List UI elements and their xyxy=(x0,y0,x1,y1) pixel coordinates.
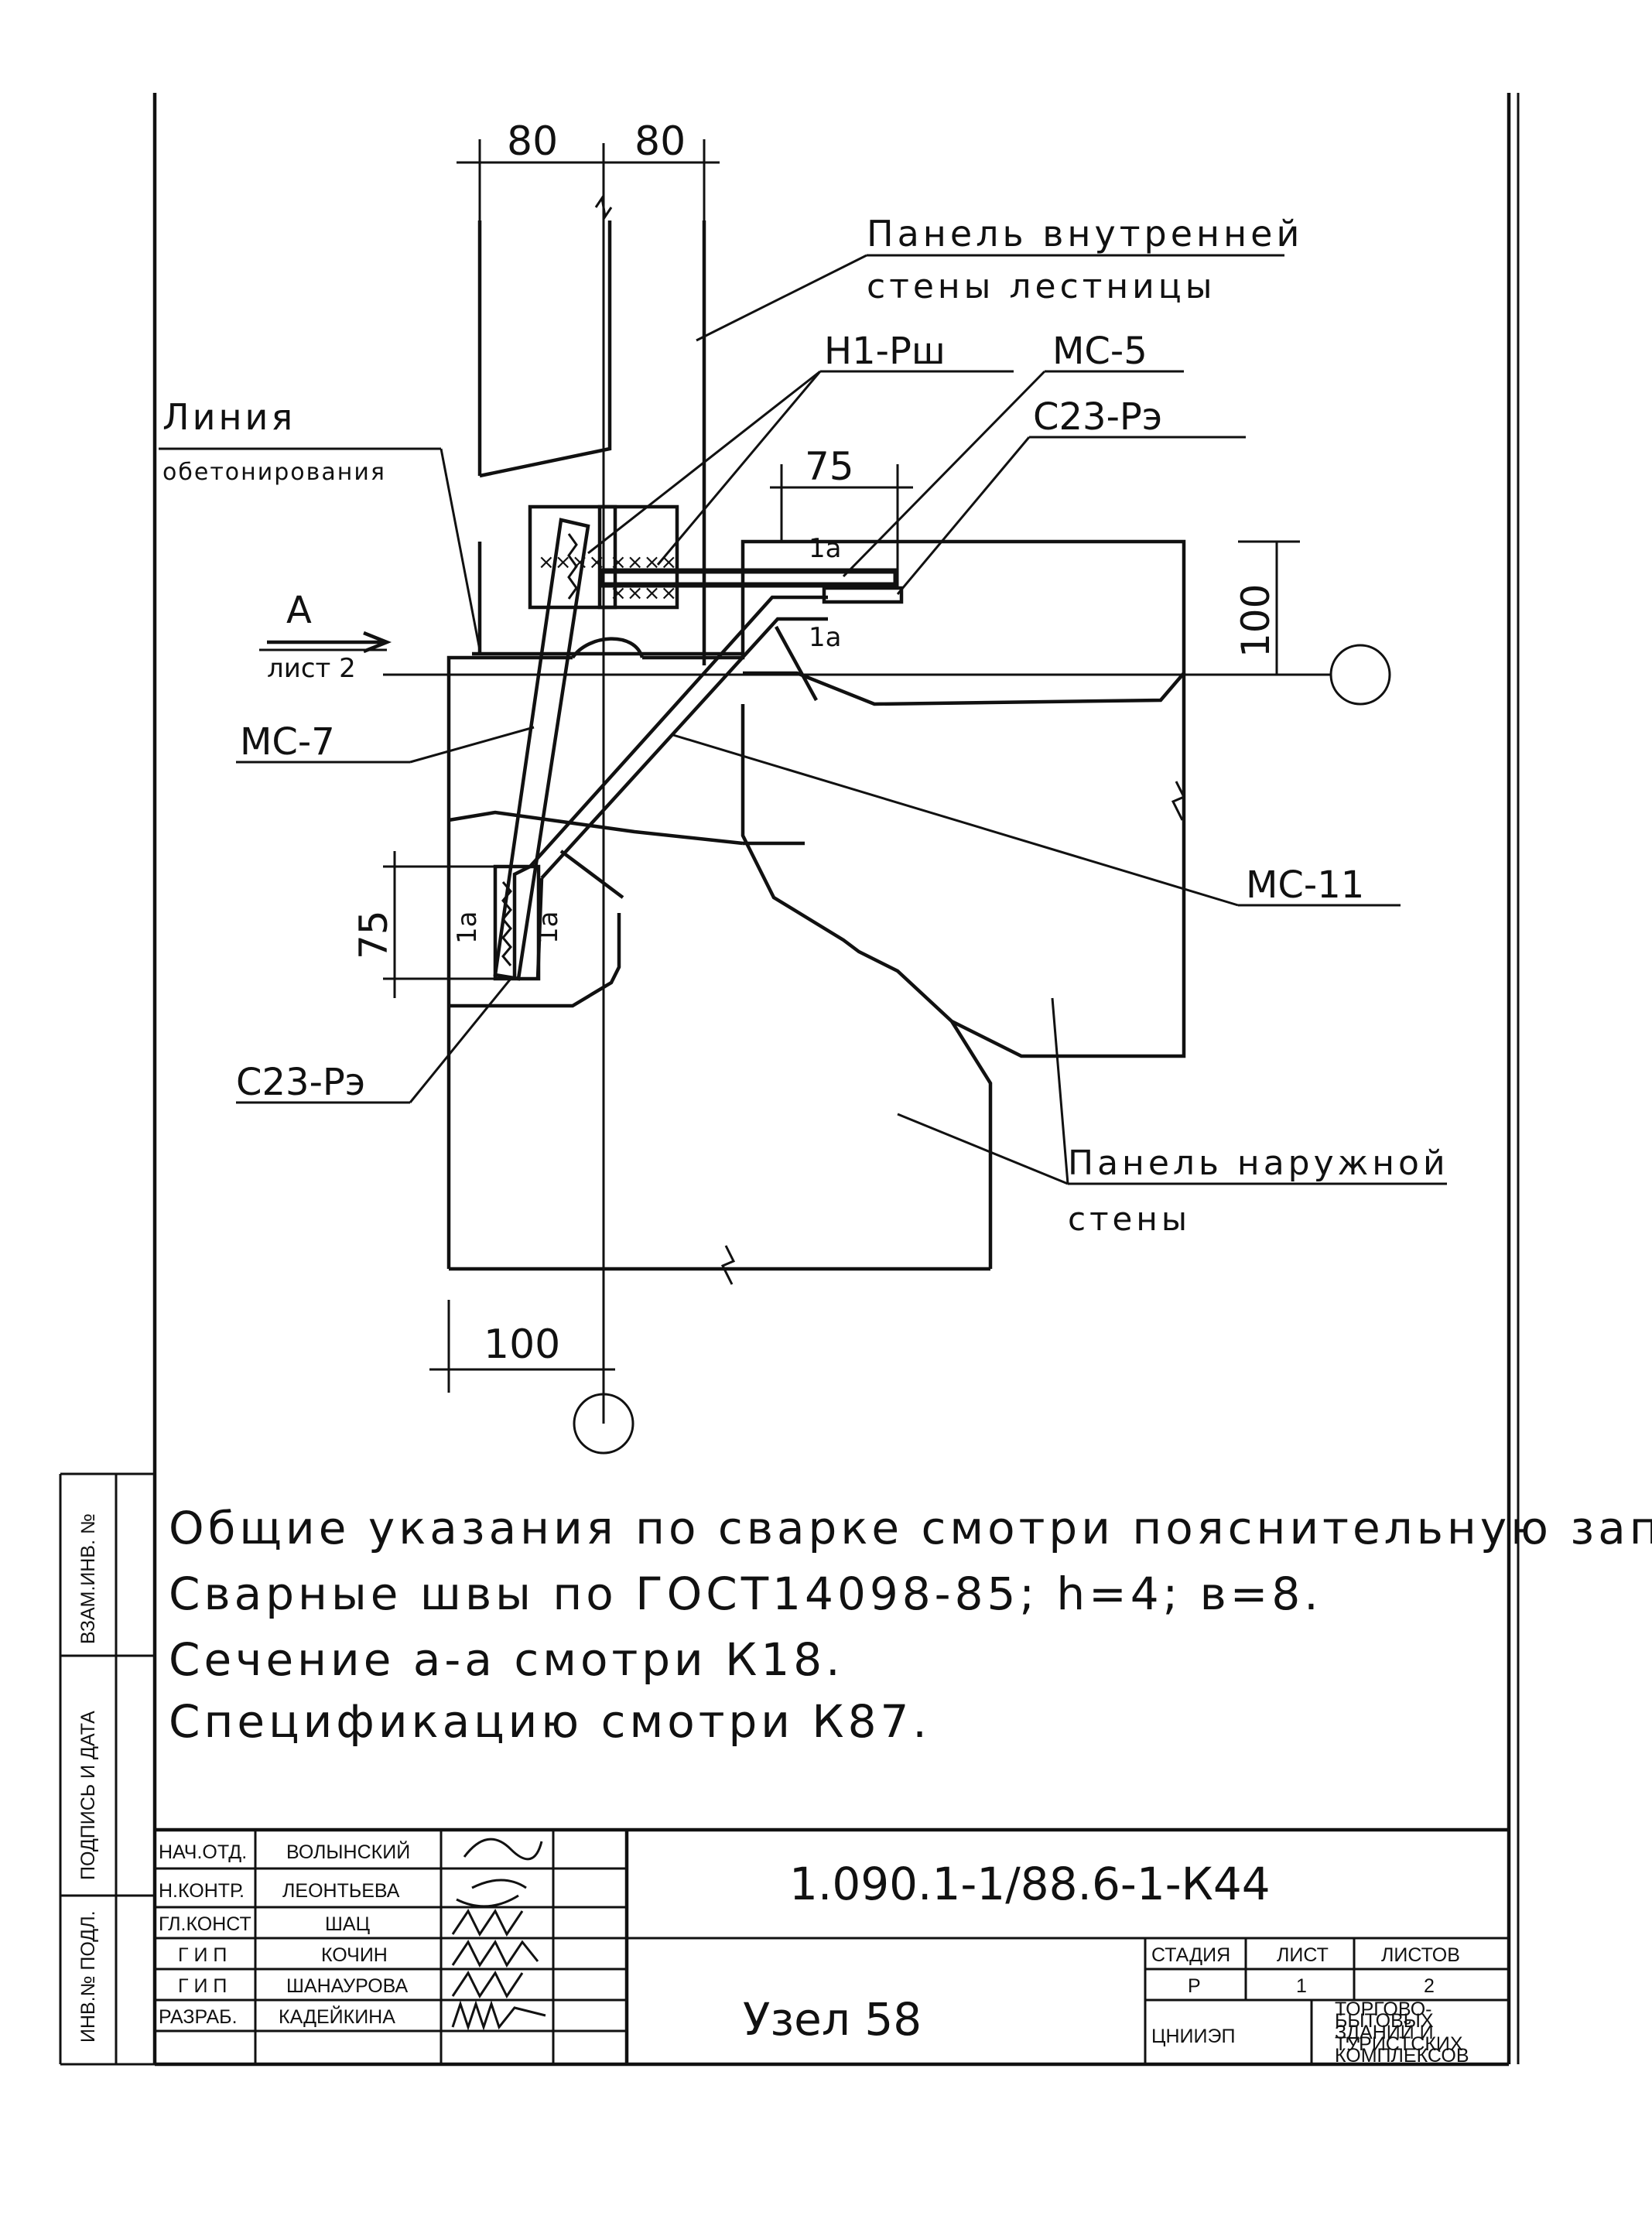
node-drawing: ×××× ×××× ×××× xyxy=(159,118,1449,1455)
note-1: Общие указания по сварке смотри поясните… xyxy=(169,1502,1652,1554)
org-desc-3: ЗДАНИЙ И xyxy=(1335,2020,1434,2043)
role-6: РАЗРАБ. xyxy=(159,2006,238,2028)
label-c23-bottom: С23-Рэ xyxy=(236,1061,365,1104)
sheets-header: ЛИСТОВ xyxy=(1381,1944,1460,1966)
plate-c23-bottom xyxy=(493,864,541,981)
dim-80-right: 80 xyxy=(634,118,686,165)
label-line-1: Линия xyxy=(162,396,296,438)
sheet-title: Узел 58 xyxy=(743,1993,922,2046)
embed-plate-right xyxy=(597,504,679,610)
side-replace-inv: ВЗАМ.ИНВ. № xyxy=(77,1513,99,1644)
leader-lines xyxy=(159,254,1447,1185)
org-desc-5: КОМПЛЕКСОВ xyxy=(1335,2045,1469,2067)
bar-mc11-a xyxy=(528,595,828,868)
dim-100-right: 100 xyxy=(1233,584,1278,658)
role-3: ГЛ.КОНСТ xyxy=(159,1913,251,1935)
label-panel-outer-2: стены xyxy=(1068,1200,1191,1238)
outer-wall-panel xyxy=(446,539,1186,1285)
general-notes: Общие указания по сварке смотри поясните… xyxy=(169,1502,1652,1748)
side-sign-date: ПОДПИСЬ И ДАТА xyxy=(77,1711,99,1880)
role-5: Г И П xyxy=(178,1975,227,1997)
stage-value: Р xyxy=(1188,1975,1201,1997)
note-2: Сварные швы по ГОСТ14098-85; h=4; в=8. xyxy=(169,1568,1322,1620)
name-1: ВОЛЫНСКИЙ xyxy=(286,1840,410,1863)
label-view-a: А xyxy=(286,589,312,632)
side-inv-orig: ИНВ.№ ПОДЛ. xyxy=(77,1910,99,2043)
sheet-value: 1 xyxy=(1296,1975,1307,1997)
org-name: ЦНИИЭП xyxy=(1151,2026,1235,2047)
label-section-a1: 1а xyxy=(809,533,841,564)
view-arrow xyxy=(267,631,392,654)
label-line-2: обетонирования xyxy=(162,459,386,486)
svg-text:××××: ×××× xyxy=(538,551,605,574)
label-section-a2: 1а xyxy=(809,622,841,653)
dim-75-mid: 75 xyxy=(805,444,854,489)
sheet-header: ЛИСТ xyxy=(1277,1944,1329,1966)
org-desc-1: ТОРГОВО- xyxy=(1335,1998,1431,2020)
axis-marker-bottom xyxy=(573,1393,634,1455)
signatures xyxy=(451,1838,546,2031)
label-h1-rsh: Н1-Рш xyxy=(824,330,946,373)
label-mc7: МС-7 xyxy=(240,720,335,764)
axis-marker-right xyxy=(1329,644,1391,706)
label-mc5: МС-5 xyxy=(1052,330,1148,373)
name-5: ШАНАУРОВА xyxy=(286,1975,409,1997)
name-2: ЛЕОНТЬЕВА xyxy=(282,1880,400,1902)
org-desc-2: БЫТОВЫХ xyxy=(1335,2010,1434,2032)
note-3: Сечение а-а смотри К18. xyxy=(169,1633,844,1686)
plate-c23-top xyxy=(822,586,904,604)
label-panel-inner-1: Панель внутренней xyxy=(867,213,1303,255)
dim-80-left: 80 xyxy=(507,118,558,165)
doc-code: 1.090.1-1/88.6-1-К44 xyxy=(789,1858,1271,1910)
label-panel-inner-2: стены лестницы xyxy=(867,267,1216,306)
title-block: 1.090.1-1/88.6-1-К44 Узел 58 НАЧ.ОТД. Н.… xyxy=(155,1827,1509,2067)
label-panel-outer-1: Панель наружной xyxy=(1068,1144,1449,1183)
role-2: Н.КОНТР. xyxy=(159,1880,245,1902)
dim-75-left: 75 xyxy=(351,910,396,959)
inner-wall-panel xyxy=(477,195,706,665)
label-mc11: МС-11 xyxy=(1246,863,1364,907)
label-sheet-2: лист 2 xyxy=(267,653,356,684)
label-c23-top: С23-Рэ xyxy=(1033,395,1162,439)
org-desc-4: ТУРИСТСКИХ xyxy=(1335,2033,1463,2055)
name-6: КАДЕЙКИНА xyxy=(279,2005,395,2028)
dim-100-bottom: 100 xyxy=(484,1321,560,1368)
plate-mc5 xyxy=(599,568,899,588)
sheet-frame xyxy=(59,93,1520,2067)
bar-mc11-b xyxy=(540,617,828,880)
role-4: Г И П xyxy=(178,1944,227,1966)
stage-header: СТАДИЯ xyxy=(1151,1944,1230,1966)
role-1: НАЧ.ОТД. xyxy=(159,1841,247,1863)
name-4: КОЧИН xyxy=(321,1944,388,1966)
label-section-a4: 1а xyxy=(533,911,564,944)
name-3: ШАЦ xyxy=(325,1913,371,1935)
dimension-lines xyxy=(383,139,1300,1393)
sheets-value: 2 xyxy=(1424,1975,1435,1997)
embed-plate-left xyxy=(528,504,617,610)
note-4: Спецификацию смотри К87. xyxy=(169,1695,931,1748)
label-section-a3: 1а xyxy=(452,911,483,944)
